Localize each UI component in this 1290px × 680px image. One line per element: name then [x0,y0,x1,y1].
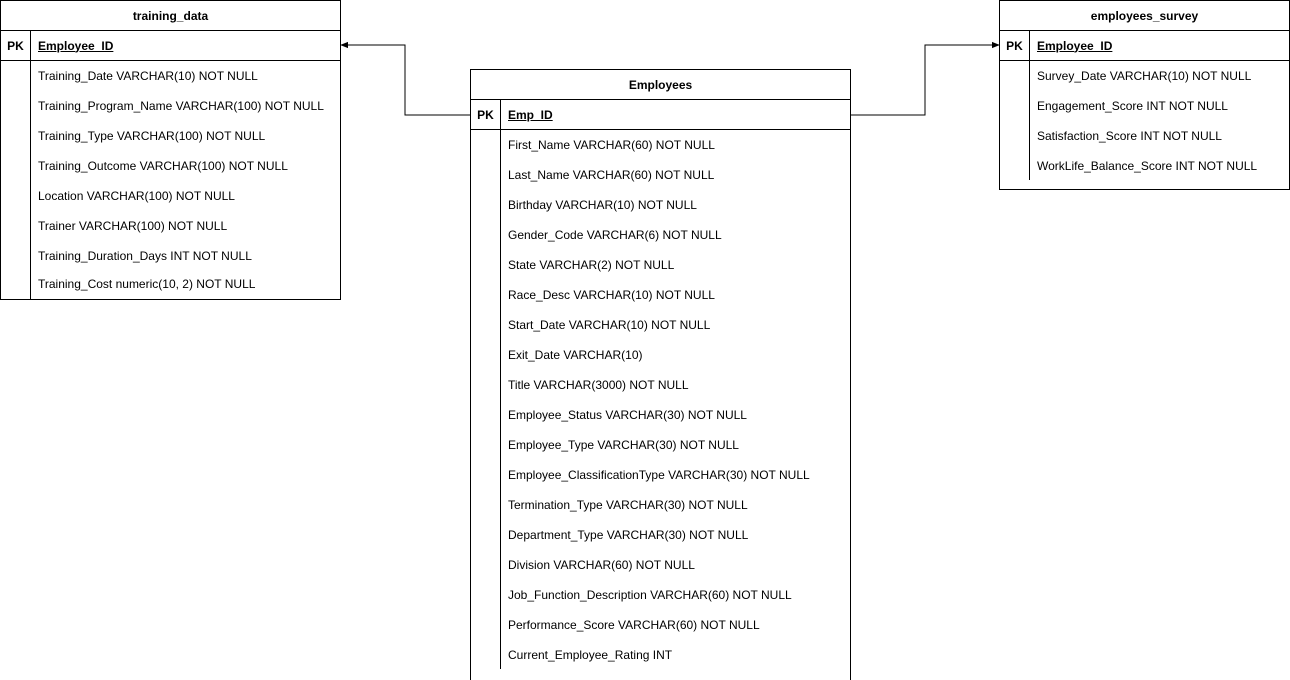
field-row: Division VARCHAR(60) NOT NULL [508,558,695,572]
key-gutter [1000,61,1030,180]
pk-label: PK [1000,31,1030,60]
field-row: Training_Type VARCHAR(100) NOT NULL [38,129,266,143]
field-row: State VARCHAR(2) NOT NULL [508,258,675,272]
field-row: Last_Name VARCHAR(60) NOT NULL [508,168,715,182]
entity-title: training_data [1,1,340,31]
field-row: Employee_ClassificationType VARCHAR(30) … [508,468,810,482]
field-row: Training_Cost numeric(10, 2) NOT NULL [38,277,256,291]
field-row: Performance_Score VARCHAR(60) NOT NULL [508,618,760,632]
entity-title: employees_survey [1000,1,1289,31]
pk-label: PK [471,100,501,129]
connector-employees-to-training-data[interactable] [340,41,470,116]
field-row: WorkLife_Balance_Score INT NOT NULL [1037,159,1258,173]
entity-title: Employees [471,70,850,100]
entity-employees-survey[interactable]: employees_survey PK Employee_ID Survey_D… [999,0,1290,190]
field-row: Start_Date VARCHAR(10) NOT NULL [508,318,711,332]
field-row: Training_Duration_Days INT NOT NULL [38,249,252,263]
pk-field-name: Employee_ID [38,38,114,53]
field-row: Race_Desc VARCHAR(10) NOT NULL [508,288,715,302]
field-row: Birthday VARCHAR(10) NOT NULL [508,198,697,212]
field-list: Survey_Date VARCHAR(10) NOT NULL Engagem… [1000,61,1289,181]
key-gutter [1,61,31,299]
field-row: Current_Employee_Rating INT [508,648,673,662]
field-list: First_Name VARCHAR(60) NOT NULL Last_Nam… [471,130,850,670]
field-row: First_Name VARCHAR(60) NOT NULL [508,138,715,152]
field-row: Engagement_Score INT NOT NULL [1037,99,1228,113]
pk-field-name: Employee_ID [1037,38,1113,53]
connector-employees-to-employees-survey[interactable] [850,41,1000,116]
field-row: Termination_Type VARCHAR(30) NOT NULL [508,498,748,512]
pk-field-name: Emp_ID [508,107,553,122]
field-row: Exit_Date VARCHAR(10) [508,348,643,362]
field-row: Location VARCHAR(100) NOT NULL [38,189,235,203]
field-row: Employee_Type VARCHAR(30) NOT NULL [508,438,739,452]
primary-key-row: PK Emp_ID [471,100,850,130]
pk-label: PK [1,31,31,60]
field-row: Department_Type VARCHAR(30) NOT NULL [508,528,749,542]
primary-key-row: PK Employee_ID [1,31,340,61]
field-row: Survey_Date VARCHAR(10) NOT NULL [1037,69,1252,83]
field-row: Training_Program_Name VARCHAR(100) NOT N… [38,99,324,113]
field-row: Trainer VARCHAR(100) NOT NULL [38,219,228,233]
primary-key-row: PK Employee_ID [1000,31,1289,61]
field-row: Employee_Status VARCHAR(30) NOT NULL [508,408,747,422]
field-row: Title VARCHAR(3000) NOT NULL [508,378,689,392]
field-row: Training_Outcome VARCHAR(100) NOT NULL [38,159,288,173]
entity-employees[interactable]: Employees PK Emp_ID First_Name VARCHAR(6… [470,69,851,680]
field-list: Training_Date VARCHAR(10) NOT NULL Train… [1,61,340,299]
entity-training-data[interactable]: training_data PK Employee_ID Training_Da… [0,0,341,300]
field-row: Job_Function_Description VARCHAR(60) NOT… [508,588,792,602]
field-row: Satisfaction_Score INT NOT NULL [1037,129,1222,143]
field-row: Training_Date VARCHAR(10) NOT NULL [38,69,258,83]
key-gutter [471,130,501,669]
field-row: Gender_Code VARCHAR(6) NOT NULL [508,228,722,242]
